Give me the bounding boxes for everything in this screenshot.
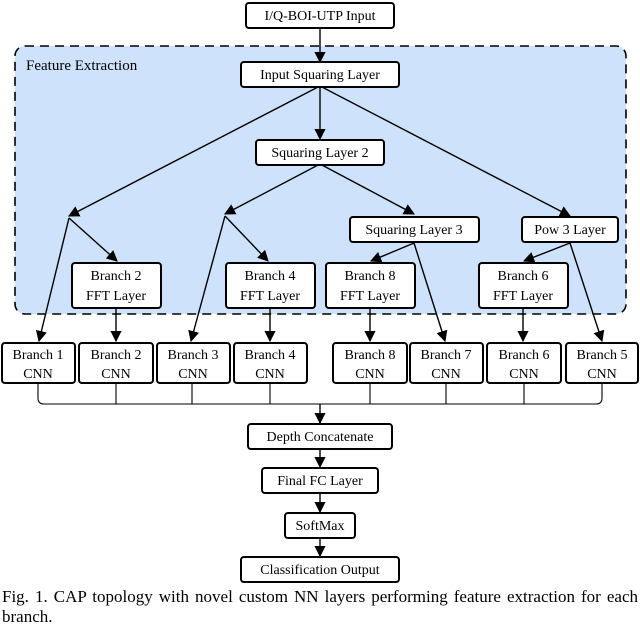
edge-squaring3-to-cnn7 <box>413 242 448 343</box>
svg-text:Final FC Layer: Final FC Layer <box>277 474 363 489</box>
pow-3-layer-node: Pow 3 Layer <box>521 216 619 243</box>
edge-pow3-to-cnn5 <box>569 242 605 343</box>
svg-text:SoftMax: SoftMax <box>296 519 345 534</box>
svg-text:CNN: CNN <box>23 367 53 382</box>
svg-text:Branch 4: Branch 4 <box>245 269 296 284</box>
branch-6-fft-node: Branch 6 FFT Layer <box>478 262 569 309</box>
edge-squaring-to-junction-a <box>68 85 321 217</box>
input-squaring-label: Input Squaring Layer <box>260 68 380 83</box>
svg-text:FFT Layer: FFT Layer <box>240 289 300 304</box>
branch-5-cnn-node: Branch 5 CNN <box>565 342 639 384</box>
figure-caption: Fig. 1. CAP topology with novel custom N… <box>2 587 638 626</box>
feature-extraction-label: Feature Extraction <box>26 58 138 74</box>
svg-text:CNN: CNN <box>178 367 208 382</box>
svg-text:Branch 3: Branch 3 <box>168 348 219 363</box>
svg-text:CNN: CNN <box>355 367 385 382</box>
svg-text:Branch 2: Branch 2 <box>91 269 142 284</box>
feature-extraction-region <box>14 45 627 315</box>
edge-squaring-to-pow3 <box>319 85 571 217</box>
edge-junction-b-to-fft4 <box>224 215 269 262</box>
merge-bus <box>37 384 603 405</box>
svg-text:FFT Layer: FFT Layer <box>86 289 146 304</box>
svg-text:Branch 8: Branch 8 <box>345 269 396 284</box>
edge-junction-a-to-cnn1 <box>35 217 70 343</box>
branch-8-cnn-node: Branch 8 CNN <box>332 342 408 384</box>
edge-junction-b-to-cnn3 <box>188 215 226 343</box>
branch-2-cnn-node: Branch 2 CNN <box>78 342 154 384</box>
edge-squaring2-to-junction-b <box>224 163 321 215</box>
svg-text:CNN: CNN <box>255 367 285 382</box>
svg-text:CNN: CNN <box>587 367 617 382</box>
svg-text:FFT Layer: FFT Layer <box>493 289 553 304</box>
branch-3-cnn-node: Branch 3 CNN <box>156 342 231 384</box>
svg-text:Branch 8: Branch 8 <box>345 348 396 363</box>
cap-topology-diagram: Feature Extraction <box>1 2 639 583</box>
svg-text:Branch 6: Branch 6 <box>499 348 550 363</box>
svg-text:Branch 6: Branch 6 <box>498 269 549 284</box>
edge-pow3-to-fft6 <box>522 242 571 263</box>
branch-6-cnn-node: Branch 6 CNN <box>486 342 562 384</box>
svg-text:Branch 4: Branch 4 <box>245 348 296 363</box>
branch-8-fft-node: Branch 8 FFT Layer <box>325 262 416 309</box>
branch-4-fft-node: Branch 4 FFT Layer <box>225 262 316 309</box>
squaring-layer-2-node: Squaring Layer 2 <box>255 139 385 166</box>
svg-text:CNN: CNN <box>101 367 131 382</box>
pow-3-layer-label: Pow 3 Layer <box>534 223 606 238</box>
input-squaring-node: Input Squaring Layer <box>240 61 400 88</box>
final-fc-layer-node: Final FC Layer <box>261 467 379 494</box>
edge-squaring3-to-fft8 <box>369 242 415 263</box>
branch-1-cnn-node: Branch 1 CNN <box>1 342 76 384</box>
edges <box>35 27 605 558</box>
input-node: I/Q-BOI-UTP Input <box>245 2 395 29</box>
svg-text:Branch 1: Branch 1 <box>13 348 64 363</box>
classification-output-node: Classification Output <box>240 556 400 583</box>
svg-text:CNN: CNN <box>509 367 539 382</box>
branch-4-cnn-node: Branch 4 CNN <box>233 342 308 384</box>
svg-text:Branch 2: Branch 2 <box>91 348 142 363</box>
edge-junction-a-to-fft2 <box>68 217 118 262</box>
branch-7-cnn-node: Branch 7 CNN <box>409 342 484 384</box>
svg-text:Classification Output: Classification Output <box>260 563 379 578</box>
svg-text:Depth Concatenate: Depth Concatenate <box>267 430 374 445</box>
svg-text:Branch 7: Branch 7 <box>421 348 472 363</box>
squaring-layer-3-node: Squaring Layer 3 <box>349 216 480 243</box>
edge-squaring2-to-squaring3 <box>319 163 415 215</box>
softmax-node: SoftMax <box>284 512 356 539</box>
squaring-layer-3-label: Squaring Layer 3 <box>365 223 462 238</box>
squaring-layer-2-label: Squaring Layer 2 <box>271 146 368 161</box>
svg-text:Branch 5: Branch 5 <box>577 348 628 363</box>
svg-text:FFT Layer: FFT Layer <box>340 289 400 304</box>
input-node-label: I/Q-BOI-UTP Input <box>264 9 375 24</box>
branch-2-fft-node: Branch 2 FFT Layer <box>71 262 162 309</box>
depth-concatenate-node: Depth Concatenate <box>247 423 393 450</box>
svg-text:CNN: CNN <box>431 367 461 382</box>
